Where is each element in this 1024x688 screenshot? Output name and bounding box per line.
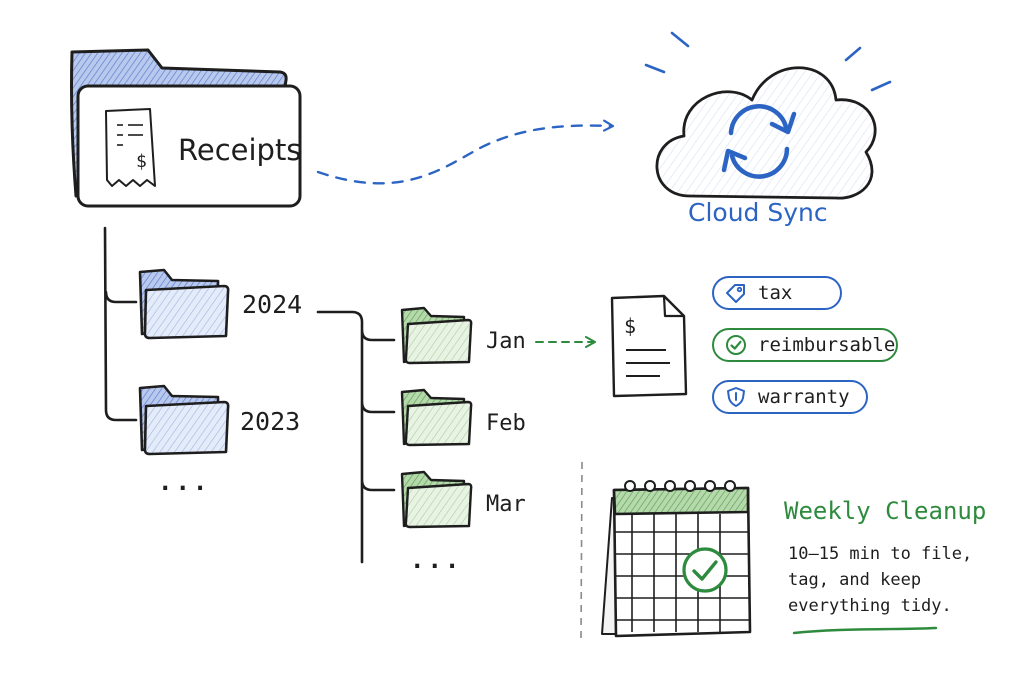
root-connector <box>103 226 138 422</box>
svg-text:$: $ <box>136 151 147 172</box>
year-folder-icon-2024 <box>138 268 230 340</box>
tag-pill-reimbursable: reimbursable <box>712 328 898 362</box>
years-more-indicator: ... <box>158 468 211 496</box>
receipts-folder-label: Receipts <box>178 133 302 167</box>
cloud-sync-label: Cloud Sync <box>688 198 828 227</box>
cleanup-underline <box>792 626 938 635</box>
year-label-2023: 2023 <box>240 407 301 436</box>
receipt-icon: $ <box>105 108 156 187</box>
year-connector <box>316 310 396 564</box>
tag-label-warranty: warranty <box>758 386 850 408</box>
document-icon: $ <box>610 294 688 398</box>
tag-pill-warranty: warranty <box>712 380 868 414</box>
weekly-cleanup-title: Weekly Cleanup <box>784 497 987 525</box>
sparkle-lines <box>644 31 892 92</box>
month-folder-icon-jan <box>400 306 473 365</box>
tag-label-tax: tax <box>758 282 793 304</box>
month-folder-icon-feb <box>400 388 473 447</box>
sync-arrow <box>316 126 612 185</box>
cloud-icon <box>655 66 877 200</box>
month-label-jan: Jan <box>486 329 526 354</box>
months-more-indicator: ... <box>410 546 463 574</box>
calendar-icon <box>601 480 752 638</box>
calendar-check-icon <box>682 547 728 593</box>
tag-label-reimbursable: reimbursable <box>758 334 896 356</box>
section-divider <box>580 461 583 639</box>
year-folder-icon-2023 <box>138 384 230 456</box>
month-label-feb: Feb <box>486 411 526 436</box>
weekly-cleanup-description: 10–15 min to file, tag, and keep everyth… <box>788 544 973 616</box>
svg-text:$: $ <box>624 314 636 338</box>
sync-icon <box>721 104 797 179</box>
month-folder-icon-mar <box>400 470 473 529</box>
check-circle-icon <box>726 335 746 355</box>
year-label-2024: 2024 <box>242 290 303 319</box>
tag-pill-tax: tax <box>712 276 842 310</box>
month-label-mar: Mar <box>486 492 526 517</box>
shield-icon <box>727 387 745 407</box>
tag-icon <box>726 284 745 303</box>
